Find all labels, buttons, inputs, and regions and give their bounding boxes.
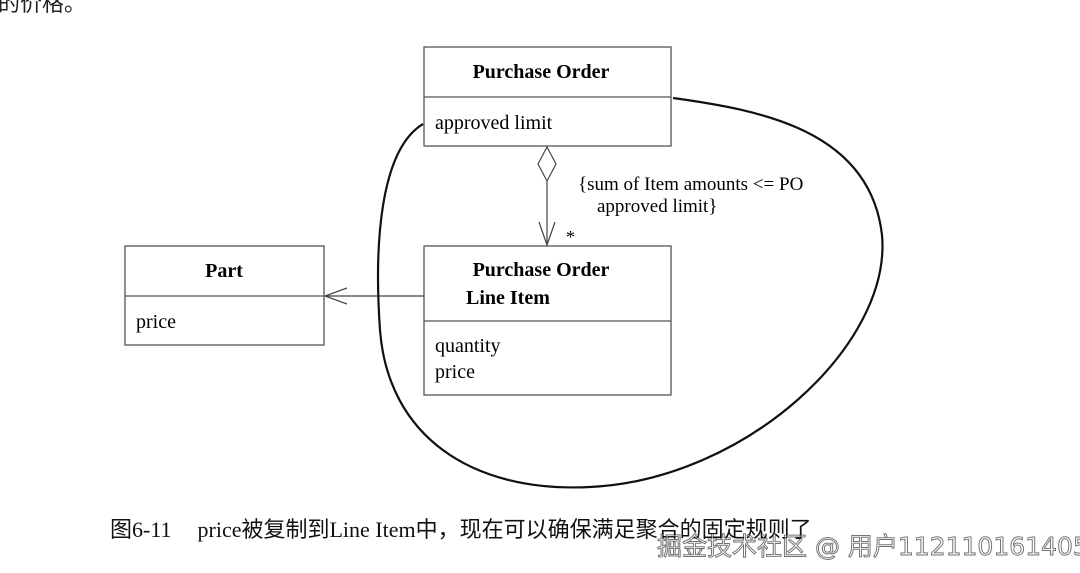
purchase-order-class: Purchase Order approved limit xyxy=(423,46,672,147)
watermark: 掘金技术社区 @ 用户112110161405 xyxy=(657,532,1080,562)
part-attr-price: price xyxy=(136,311,176,333)
part-association-arrowhead-icon xyxy=(323,287,348,305)
purchase-order-title: Purchase Order xyxy=(473,61,610,83)
uml-aggregate-diagram: Purchase Order approved limit Purchase O… xyxy=(124,46,884,489)
aggregation-diamond-icon xyxy=(537,145,557,183)
line-item-attr-quantity: quantity xyxy=(435,335,501,357)
part-title: Part xyxy=(205,260,243,282)
figure-caption: 图6-11 price被复制到Line Item中，现在可以确保满足聚合的固定规则… xyxy=(110,512,812,544)
aggregation-association: * xyxy=(537,145,575,247)
line-item-title-line2: Line Item xyxy=(466,287,550,309)
part-class: Part price xyxy=(124,245,325,346)
figure-caption-text: price被复制到Line Item中，现在可以确保满足聚合的固定规则了 xyxy=(197,517,812,542)
aggregate-boundary-curve xyxy=(376,96,884,489)
line-item-to-part-association xyxy=(323,287,424,305)
line-item-attr-price: price xyxy=(435,361,475,383)
purchase-order-attr-approved-limit: approved limit xyxy=(435,112,553,134)
line-item-class: Purchase Order Line Item quantity price xyxy=(423,245,672,396)
invariant-constraint-line2: approved limit} xyxy=(597,196,717,217)
line-item-title-line1: Purchase Order xyxy=(473,259,610,281)
aggregation-multiplicity: * xyxy=(566,227,575,247)
previous-page-text-fragment: 的价格。 xyxy=(0,0,87,17)
invariant-constraint-line1: {sum of Item amounts <= PO xyxy=(578,174,803,195)
aggregation-arrowhead-icon xyxy=(538,221,556,247)
figure-number: 图6-11 xyxy=(110,517,172,542)
